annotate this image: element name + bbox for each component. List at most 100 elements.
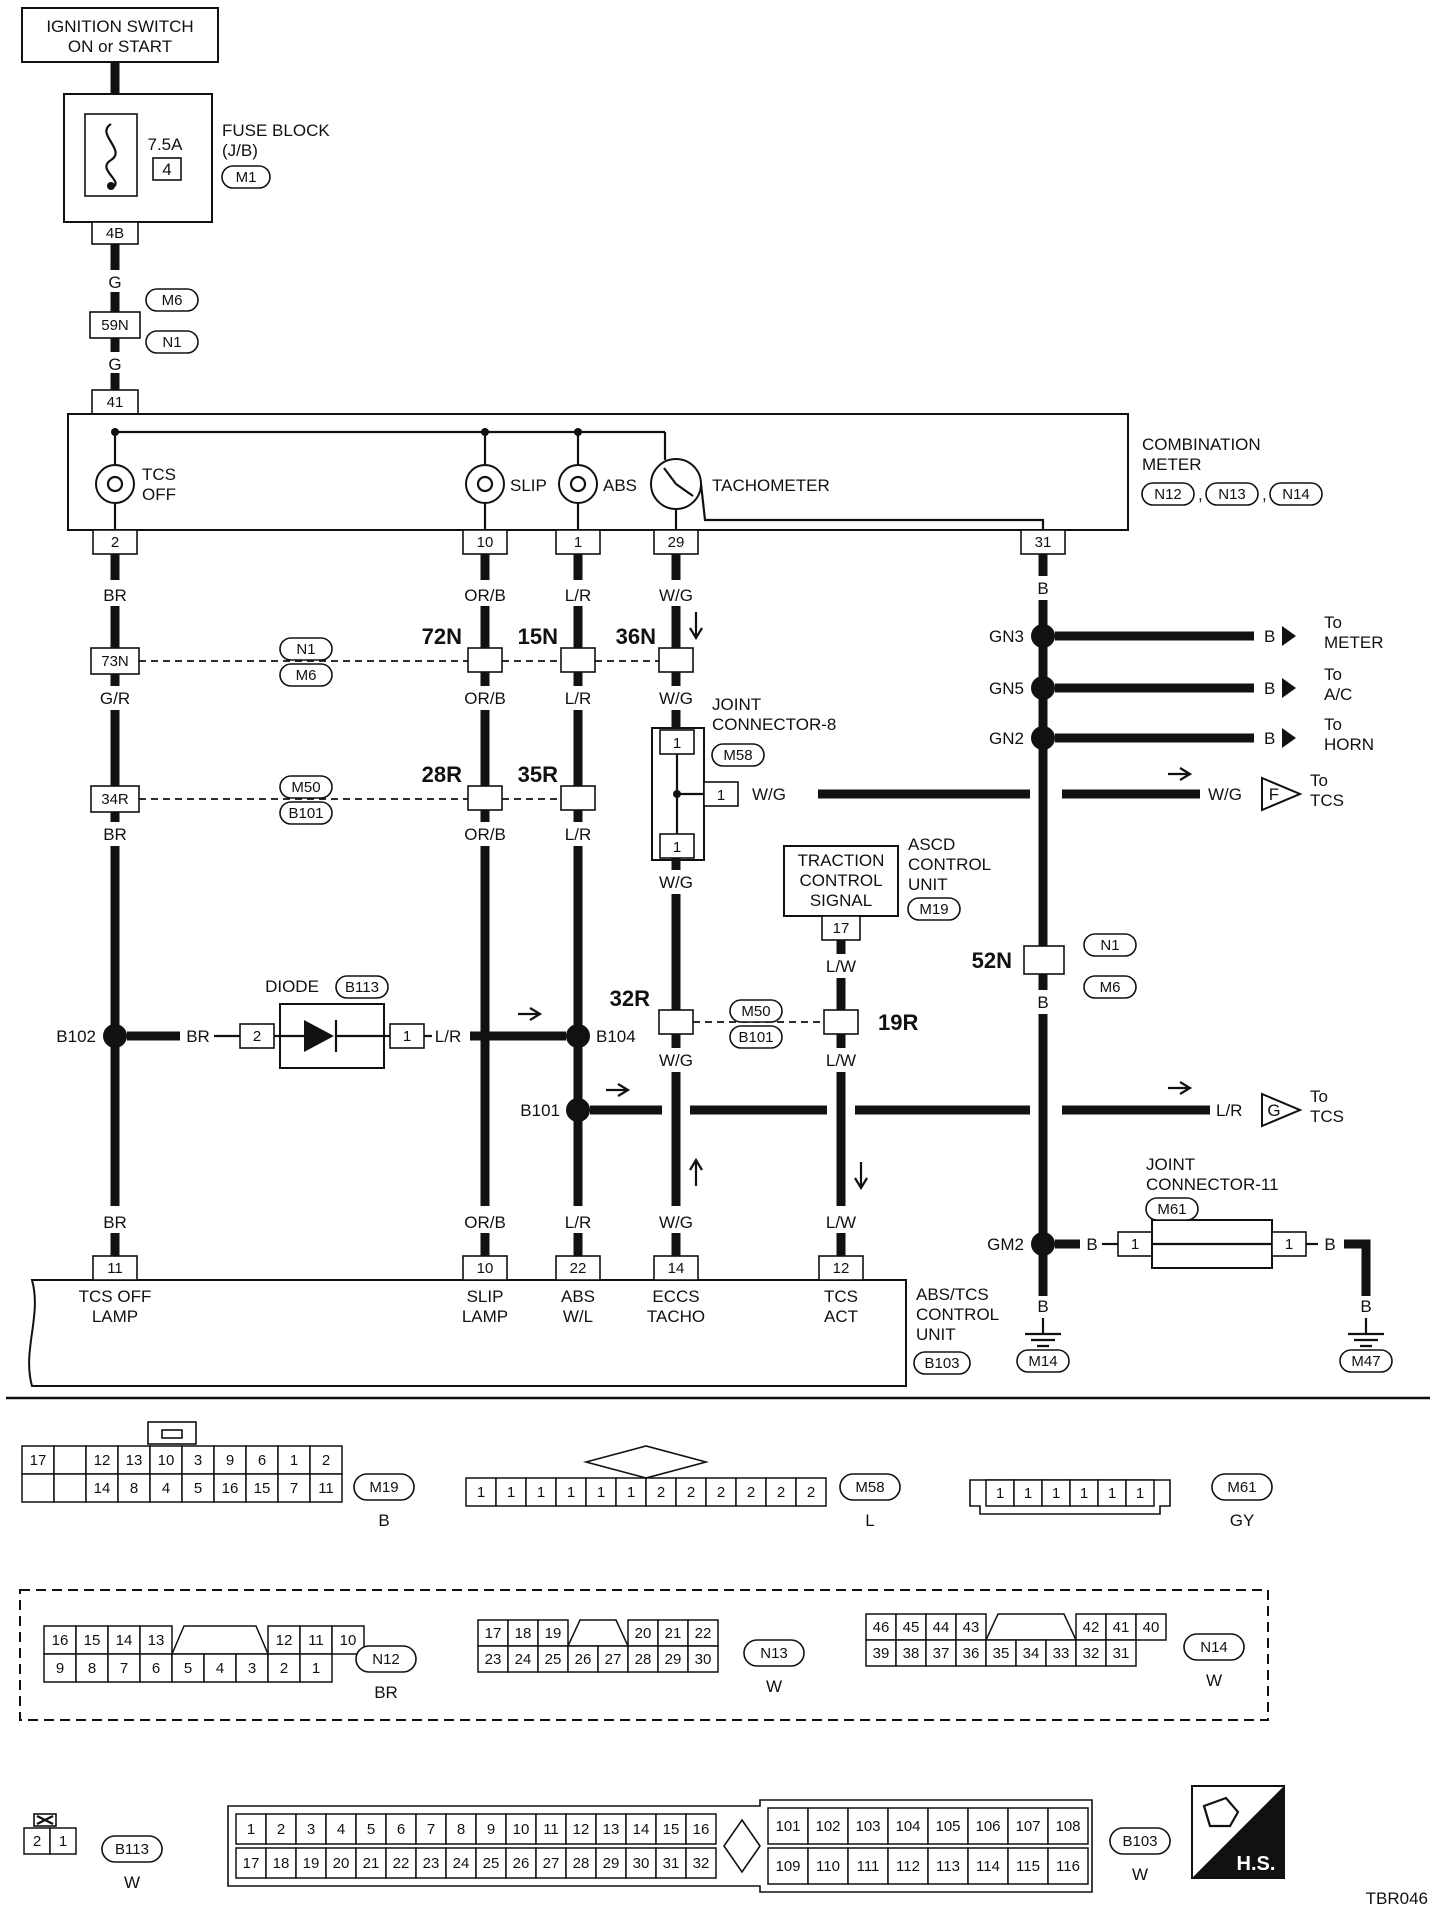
tcs-signal-2: CONTROL [799, 871, 882, 890]
m58-color: L [865, 1511, 874, 1530]
n12-cell [331, 1625, 365, 1655]
conn-52n-box [1023, 945, 1065, 975]
ground-m47-tag [1339, 1349, 1393, 1373]
m58-cell [525, 1477, 557, 1507]
abs-unit-conn-tag [913, 1351, 971, 1375]
b103-pin-label: 21 [363, 1855, 380, 1872]
n13-cell [477, 1619, 509, 1647]
conn-28r-box [467, 785, 503, 811]
b103-cell [355, 1847, 387, 1879]
meter-conn-n13 [1205, 482, 1259, 506]
b103-cell [385, 1813, 417, 1845]
n13-pin-label: 21 [665, 1625, 682, 1642]
n12-id-tag [355, 1645, 417, 1673]
n14-pin-label: 37 [933, 1645, 950, 1662]
n13-pin-label: 30 [695, 1651, 712, 1668]
n12-cell [107, 1653, 141, 1683]
b113-cell [23, 1827, 51, 1855]
joint8-label-2: CONNECTOR-8 [712, 715, 836, 734]
m19-pin-label: 12 [94, 1452, 111, 1469]
b103-pin-label: 27 [543, 1855, 560, 1872]
diode-symbol-icon [304, 1020, 334, 1052]
b103-pin-label: 15 [663, 1821, 680, 1838]
m19-cell [245, 1473, 279, 1503]
tcs-g-to: To [1310, 1087, 1328, 1106]
fuse-conn-id: M1 [236, 169, 257, 186]
conn-15n: 15N [518, 624, 558, 649]
b103-cell [235, 1847, 267, 1879]
abs-label-act-1: TCS [824, 1287, 858, 1306]
n14-pin-label: 33 [1053, 1645, 1070, 1662]
meter-title-1: COMBINATION [1142, 435, 1261, 454]
b103-pin-label: 10 [513, 1821, 530, 1838]
b103-pin-label: 106 [975, 1818, 1000, 1835]
meter-pin-1-box [555, 529, 601, 555]
conn-36n: 36N [616, 624, 656, 649]
meter-conn-n14-id: N14 [1282, 486, 1310, 503]
b103-cell [325, 1847, 357, 1879]
abs-pin-12: 12 [833, 1260, 850, 1277]
b103-pin-label: 23 [423, 1855, 440, 1872]
ascd-conn: M19 [919, 901, 948, 918]
m58-pin-label: 1 [627, 1484, 635, 1501]
n13-cell [627, 1645, 659, 1673]
b103-cell [807, 1847, 849, 1885]
junction-b101 [566, 1098, 590, 1122]
conn-35r: 35R [518, 762, 558, 787]
to-ac-to: To [1324, 665, 1342, 684]
n14-cell [1015, 1639, 1047, 1667]
joint11-label-2: CONNECTOR-11 [1146, 1175, 1279, 1194]
n12-pin-label: 4 [216, 1660, 224, 1677]
wire-wg-label-4: W/G [659, 1051, 693, 1070]
fuse-icon [105, 123, 117, 190]
ground-m47: M47 [1351, 1353, 1380, 1370]
tacho-needle-2 [675, 483, 694, 497]
abs-label: ABS [603, 476, 637, 495]
n13-cell [477, 1645, 509, 1673]
fuse-amp: 7.5A [148, 135, 184, 154]
b103-pin-label: 9 [487, 1821, 495, 1838]
ground-icon-m14 [1025, 1332, 1061, 1348]
n14-cell [1045, 1639, 1077, 1667]
abs-unit-title-1: ABS/TCS [916, 1285, 989, 1304]
wire-gr-label: G/R [100, 689, 130, 708]
arrow-right-icon-tcs-g [1168, 1081, 1193, 1095]
m61-pin-label: 1 [1108, 1485, 1116, 1502]
m19-cell [117, 1473, 151, 1503]
b103-pin-label: 7 [427, 1821, 435, 1838]
to-horn-to: To [1324, 715, 1342, 734]
b103-cell [535, 1847, 567, 1879]
n13-key [566, 1619, 630, 1647]
n13-pin-label: 20 [635, 1625, 652, 1642]
ignition-label-1: IGNITION SWITCH [46, 17, 193, 36]
joint11-pin-left: 1 [1131, 1236, 1139, 1253]
arrow-right-icon-ac [1282, 678, 1296, 698]
joint11-pin-right: 1 [1285, 1236, 1293, 1253]
conn-32r-box [658, 1009, 694, 1035]
wire-lr-label-2: L/R [565, 689, 591, 708]
n13-cell [687, 1645, 719, 1673]
conn-73n-box [90, 647, 140, 675]
n14-cell [925, 1639, 957, 1667]
to-ac-dest: A/C [1324, 685, 1352, 704]
joint8-label-1: JOINT [712, 695, 761, 714]
joint8-conn-tag [711, 743, 765, 767]
n13-color: W [766, 1677, 782, 1696]
b103-cell [655, 1847, 687, 1879]
wire-b-ac-label: B [1264, 679, 1275, 698]
tcs-signal-1: TRACTION [798, 851, 885, 870]
n12-pin-label: 13 [148, 1632, 165, 1649]
m19-pin-label: 1 [290, 1452, 298, 1469]
wire-lr-label-3: L/R [565, 825, 591, 844]
conn-15n-box [560, 647, 596, 673]
b103-pin-label: 32 [693, 1855, 710, 1872]
m61-pin-label: 1 [1052, 1485, 1060, 1502]
wire-b-horn-label: B [1264, 729, 1275, 748]
to-horn-dest: HORN [1324, 735, 1374, 754]
conn-n1-right: N1 [1100, 937, 1119, 954]
n14-pin-label: 38 [903, 1645, 920, 1662]
ground-m14-tag [1016, 1349, 1070, 1373]
